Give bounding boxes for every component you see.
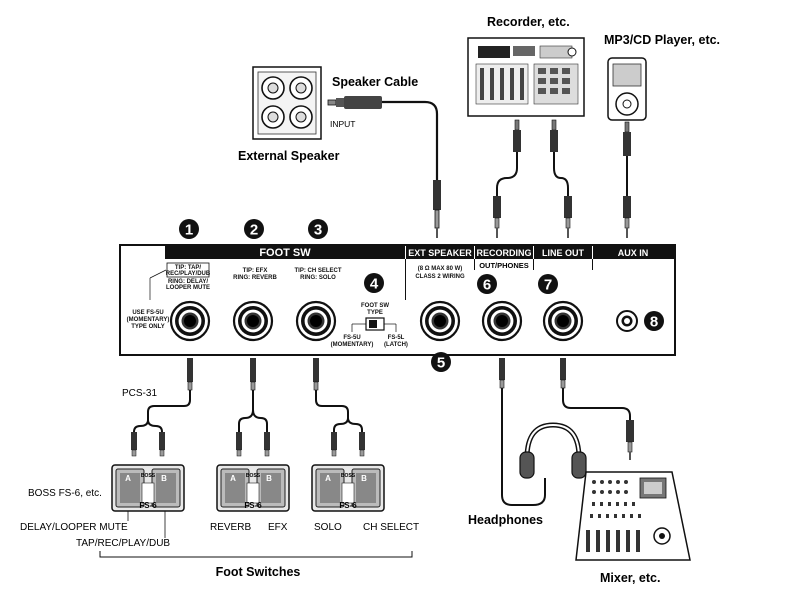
foot-switches-label: Foot Switches <box>216 565 301 579</box>
svg-text:1: 1 <box>185 222 193 239</box>
number-6: 6 <box>477 274 497 294</box>
jack1-ring: RING: DELAY/ <box>168 279 208 285</box>
mixer-device <box>575 471 691 561</box>
svg-text:6: 6 <box>483 277 491 294</box>
recording-label: RECORDING <box>476 248 531 258</box>
foot-sw-jack-2[interactable] <box>232 300 274 342</box>
svg-text:8: 8 <box>650 314 658 331</box>
jack3-ring: RING: SOLO <box>300 275 336 281</box>
ext-speaker-header <box>406 245 474 259</box>
jack1-tip: TIP: TAP/ <box>175 265 202 271</box>
pedal1-b: B <box>161 474 167 483</box>
aux-in-jack[interactable] <box>616 310 638 332</box>
type-only: TYPE ONLY <box>131 324 164 330</box>
delay-looper-label: DELAY/LOOPER MUTE <box>20 522 128 533</box>
foot-sw-type-switch[interactable] <box>365 317 385 331</box>
pedal3-a: A <box>325 474 331 483</box>
recording-out-jack[interactable] <box>481 300 523 342</box>
ch-select-label: CH SELECT <box>363 522 419 533</box>
efx-label: EFX <box>268 522 288 533</box>
pedal3-model: FS-6 <box>339 501 357 510</box>
jack3-tip: TIP: CH SELECT <box>294 268 341 274</box>
aux-cable <box>623 121 631 238</box>
ext-spk-spec: (8 Ω MAX 80 W) <box>418 266 462 272</box>
pedal1-a: A <box>125 474 131 483</box>
svg-text:4: 4 <box>370 276 379 293</box>
svg-text:2: 2 <box>250 222 258 239</box>
recording-label-2: OUT/PHONES <box>479 261 529 270</box>
recorder-device <box>467 37 585 117</box>
use-momentary: (MOMENTARY) <box>127 317 170 323</box>
pedal2-b: B <box>266 474 272 483</box>
fs5u-sub: (MOMENTARY) <box>331 342 374 348</box>
pedal1-brand: BOSS <box>141 473 156 479</box>
recorder-label: Recorder, etc. <box>487 15 570 29</box>
pedal2-brand: BOSS <box>246 473 261 479</box>
input-label: INPUT <box>330 119 356 129</box>
fs5l-sub: (LATCH) <box>384 342 408 348</box>
jack2-ring: RING: REVERB <box>233 275 277 281</box>
jack1-tip2: REC/PLAY/DUB <box>166 271 211 277</box>
number-8: 8 <box>644 311 664 331</box>
pcs31-label: PCS-31 <box>122 388 157 399</box>
speaker-cable <box>327 96 441 238</box>
aux-in-label: AUX IN <box>618 248 649 258</box>
svg-text:5: 5 <box>437 355 445 372</box>
reverb-label: REVERB <box>210 522 251 533</box>
foot-switch-cables <box>131 358 365 457</box>
fsw-type-label-2: TYPE <box>367 310 383 316</box>
pedal3-b: B <box>361 474 367 483</box>
mixer-label: Mixer, etc. <box>600 571 660 585</box>
amp-panel <box>119 244 676 356</box>
svg-text:7: 7 <box>544 277 552 294</box>
aux-in-header <box>593 245 675 259</box>
number-3: 3 <box>308 219 328 239</box>
foot-sw-label: FOOT SW <box>259 247 311 259</box>
svg-text:3: 3 <box>314 222 322 239</box>
boss-fs6-label: BOSS FS-6, etc. <box>28 488 102 499</box>
mixer-cable <box>560 358 634 460</box>
speaker-cable-label: Speaker Cable <box>332 75 418 89</box>
ext-speaker-label: EXT SPEAKER <box>408 248 472 258</box>
headphones-device <box>499 358 587 506</box>
line-out-jack[interactable] <box>542 300 584 342</box>
mp3-label: MP3/CD Player, etc. <box>604 33 720 47</box>
line-out-header <box>534 245 592 259</box>
recorder-cables <box>493 119 572 238</box>
tap-rec-label: TAP/REC/PLAY/DUB <box>76 538 170 549</box>
fsw-type-label: FOOT SW <box>361 303 389 309</box>
headphones-label: Headphones <box>468 513 543 527</box>
pedal1-model: FS-6 <box>139 501 157 510</box>
number-5: 5 <box>431 352 451 372</box>
fs5l-label: FS-5L <box>388 335 405 341</box>
pedal2-a: A <box>230 474 236 483</box>
fs5u-label: FS-5U <box>343 335 360 341</box>
jack2-tip: TIP: EFX <box>243 268 268 274</box>
foot-sw-jack-3[interactable] <box>295 300 337 342</box>
pedal3-brand: BOSS <box>341 473 356 479</box>
mp3-player-device <box>607 57 647 121</box>
ext-spk-spec-2: CLASS 2 WIRING <box>415 274 465 280</box>
number-7: 7 <box>538 274 558 294</box>
line-out-label: LINE OUT <box>542 248 585 258</box>
number-4: 4 <box>364 273 384 293</box>
number-1: 1 <box>179 219 199 239</box>
external-speaker-cabinet <box>252 66 322 140</box>
solo-label: SOLO <box>314 522 342 533</box>
foot-sw-header <box>165 245 405 259</box>
ext-speaker-jack[interactable] <box>419 300 461 342</box>
pedal2-model: FS-6 <box>244 501 262 510</box>
number-2: 2 <box>244 219 264 239</box>
recording-out-header <box>475 245 533 259</box>
use-fs5u: USE FS-5U <box>132 310 163 316</box>
foot-sw-jack-1[interactable] <box>169 300 211 342</box>
jack1-ring2: LOOPER MUTE <box>166 285 210 291</box>
external-speaker-label: External Speaker <box>238 149 340 163</box>
